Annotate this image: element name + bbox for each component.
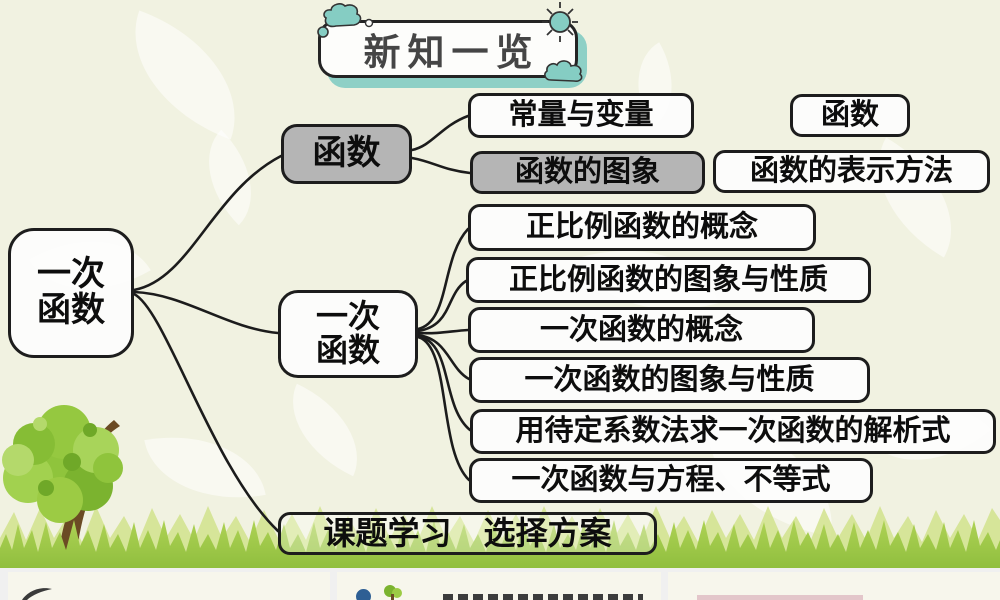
thumbnail-slide-left[interactable] — [8, 572, 330, 600]
edge-function-child2 — [410, 156, 472, 175]
page-title: 新知一览 — [318, 20, 578, 78]
node-function-graph: 函数的图象 — [470, 151, 705, 194]
node-equations-inequalities: 一次函数与方程、不等式 — [469, 458, 873, 503]
node-project-learning: 课题学习 选择方案 — [278, 512, 657, 555]
node-root-line1: 一次 — [37, 255, 105, 294]
edge-linear-item5 — [416, 334, 472, 432]
edge-linear-item6 — [416, 335, 471, 482]
node-linear-graph-properties: 一次函数的图象与性质 — [469, 357, 870, 403]
edge-root-function — [132, 154, 283, 292]
edge-linear-item4 — [416, 333, 471, 381]
cloud-icon — [317, 3, 374, 38]
cloud-icon — [544, 60, 583, 82]
node-function-representation: 函数的表示方法 — [713, 150, 990, 193]
node-proportional-graph-properties: 正比例函数的图象与性质 — [466, 257, 871, 303]
tree-illustration — [2, 405, 123, 558]
thumbnail-pink-strip — [697, 595, 863, 600]
thumbnail-dot-icon — [356, 589, 371, 600]
thumbnail-caption-fragment — [443, 594, 643, 600]
edge-linear-item3 — [416, 328, 470, 335]
leaf-watermark — [144, 421, 266, 514]
thumbnail-tree-icon — [384, 585, 402, 600]
leaf-watermark — [108, 10, 262, 140]
edge-root-linear — [132, 290, 280, 335]
edge-linear-item2 — [416, 279, 468, 333]
node-constants-variables: 常量与变量 — [468, 93, 694, 138]
leaf-watermark — [182, 129, 278, 226]
node-ref-function: 函数 — [790, 94, 910, 137]
node-root-line2: 函数 — [37, 291, 105, 329]
node-linear-function: 一次 函数 — [278, 290, 418, 378]
leaf-watermark — [271, 383, 379, 477]
node-linear-line1: 一次 — [315, 298, 380, 335]
edge-function-child1 — [410, 114, 470, 152]
node-root-linear-function: 一次 函数 — [8, 228, 134, 358]
node-proportional-concept: 正比例函数的概念 — [468, 204, 816, 251]
node-undetermined-coefficients: 用待定系数法求一次函数的解析式 — [470, 409, 996, 454]
title-plate: 新知一览 — [318, 20, 587, 88]
swoosh-icon — [22, 588, 52, 600]
node-linear-line2: 函数 — [315, 332, 380, 368]
thumbnail-strip — [0, 568, 1000, 600]
edge-linear-item1 — [416, 227, 470, 331]
node-function: 函数 — [281, 124, 412, 184]
node-linear-concept: 一次函数的概念 — [468, 307, 815, 353]
sun-icon — [542, 2, 578, 42]
